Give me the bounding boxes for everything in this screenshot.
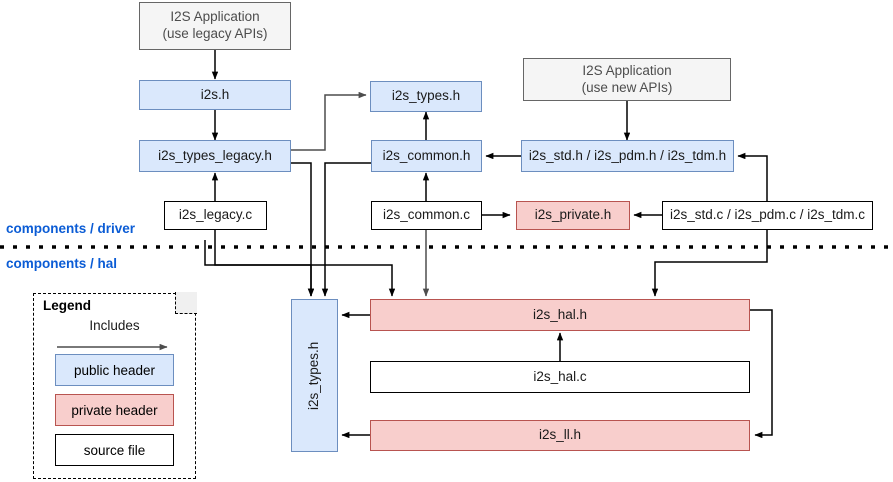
legend-title: Legend: [43, 298, 92, 313]
zone-label-hal: components / hal: [6, 256, 118, 271]
node-i2s-types-h-top[interactable]: i2s_types.h: [370, 81, 482, 112]
node-app-new[interactable]: I2S Application (use new APIs): [523, 58, 731, 101]
legend-item-public-header: public header: [55, 354, 174, 386]
legend-includes-arrow-icon: [57, 343, 168, 351]
legend: Legend Includes public header private he…: [33, 292, 197, 479]
legend-includes-label: Includes: [89, 318, 140, 333]
node-i2s-std-pdm-tdm-c[interactable]: i2s_std.c / i2s_pdm.c / i2s_tdm.c: [662, 201, 873, 230]
node-i2s-types-h-hal[interactable]: i2s_types.h: [291, 299, 338, 452]
node-i2s-hal-c[interactable]: i2s_hal.c: [370, 361, 750, 393]
node-i2s-types-legacy-h[interactable]: i2s_types_legacy.h: [139, 140, 291, 172]
node-app-legacy-line1: I2S Application: [170, 9, 260, 25]
node-app-legacy[interactable]: I2S Application (use legacy APIs): [139, 2, 291, 50]
node-i2s-ll-h[interactable]: i2s_ll.h: [370, 420, 750, 451]
node-app-new-line2: (use new APIs): [581, 79, 673, 95]
node-app-legacy-line2: (use legacy APIs): [162, 26, 268, 41]
legend-item-source-file: source file: [55, 434, 174, 466]
node-i2s-private-h[interactable]: i2s_private.h: [516, 201, 630, 230]
legend-item-private-header: private header: [55, 394, 174, 426]
node-i2s-common-c[interactable]: i2s_common.c: [371, 201, 482, 230]
zone-label-driver: components / driver: [6, 221, 136, 236]
node-app-new-line1: I2S Application: [582, 62, 672, 78]
node-i2s-legacy-c[interactable]: i2s_legacy.c: [164, 201, 267, 230]
node-i2s-common-h[interactable]: i2s_common.h: [371, 140, 482, 172]
legend-fold-corner: [175, 292, 197, 314]
node-i2s-std-pdm-tdm-h[interactable]: i2s_std.h / i2s_pdm.h / i2s_tdm.h: [521, 140, 734, 172]
node-i2s-hal-h[interactable]: i2s_hal.h: [370, 299, 750, 331]
node-i2s-h[interactable]: i2s.h: [139, 80, 291, 110]
